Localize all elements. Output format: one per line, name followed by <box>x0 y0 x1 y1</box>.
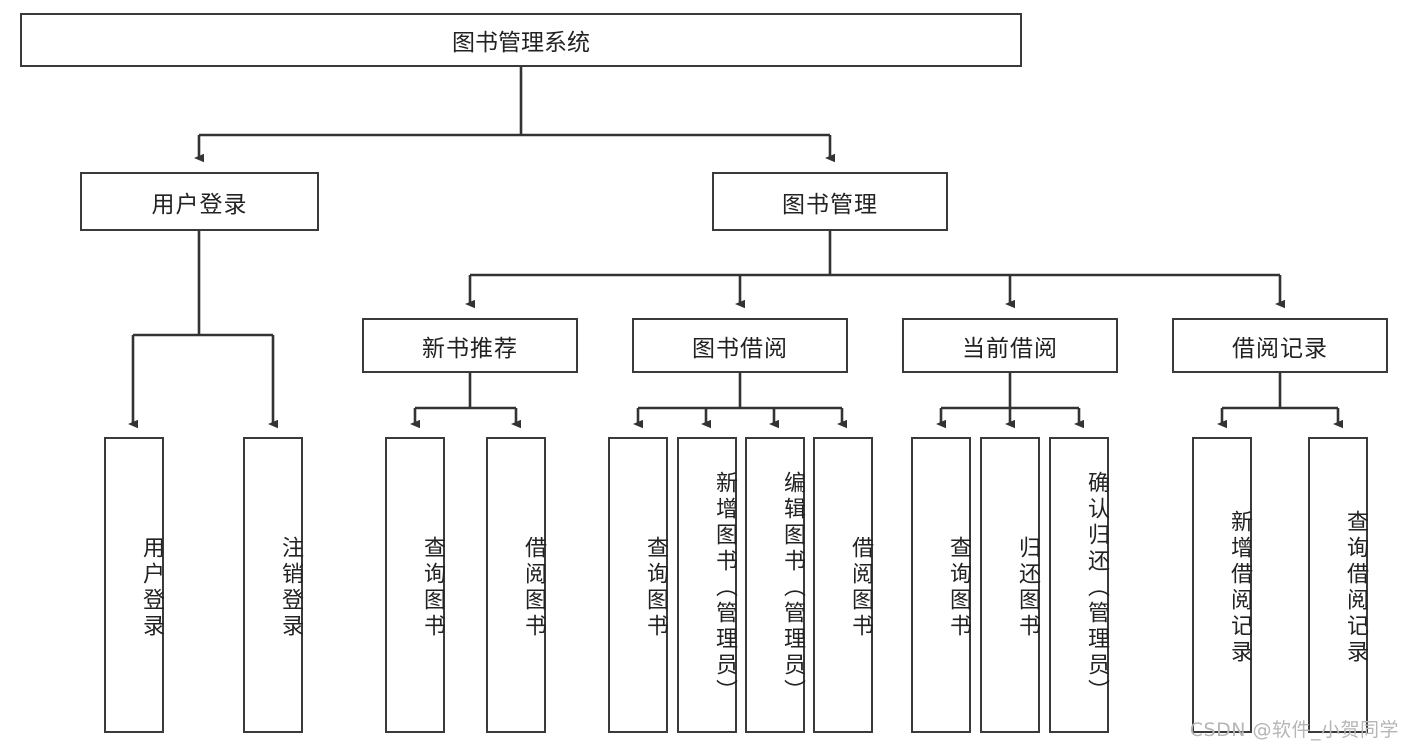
node-borrow-records[interactable]: 借阅记录 <box>1172 318 1388 373</box>
leaf-borrow-query-book[interactable]: 查询图书 <box>608 437 668 733</box>
leaf-records-add-record[interactable]: 新增借阅记录 <box>1192 437 1252 733</box>
leaf-user-login-login[interactable]: 用户登录 <box>104 437 164 733</box>
leaf-new-book-query[interactable]: 查询图书 <box>385 437 445 733</box>
leaf-current-query-book[interactable]: 查询图书 <box>911 437 971 733</box>
leaf-user-login-logout[interactable]: 注销登录 <box>243 437 303 733</box>
node-book-borrow[interactable]: 图书借阅 <box>632 318 848 373</box>
leaf-new-book-borrow[interactable]: 借阅图书 <box>486 437 546 733</box>
csdn-watermark: CSDN @软件_小贺同学 <box>1189 719 1399 741</box>
leaf-records-query-record[interactable]: 查询借阅记录 <box>1308 437 1368 733</box>
node-root-system[interactable]: 图书管理系统 <box>20 13 1022 67</box>
node-new-book-recommend[interactable]: 新书推荐 <box>362 318 578 373</box>
node-book-management[interactable]: 图书管理 <box>712 172 948 231</box>
leaf-current-return-book[interactable]: 归还图书 <box>980 437 1040 733</box>
node-current-borrow[interactable]: 当前借阅 <box>902 318 1118 373</box>
leaf-borrow-add-book-admin[interactable]: 新增图书（管理员） <box>677 437 737 733</box>
leaf-borrow-borrow-book[interactable]: 借阅图书 <box>813 437 873 733</box>
leaf-current-confirm-return-admin[interactable]: 确认归还（管理员） <box>1049 437 1109 733</box>
node-user-login[interactable]: 用户登录 <box>80 172 319 231</box>
leaf-borrow-edit-book-admin[interactable]: 编辑图书（管理员） <box>745 437 805 733</box>
